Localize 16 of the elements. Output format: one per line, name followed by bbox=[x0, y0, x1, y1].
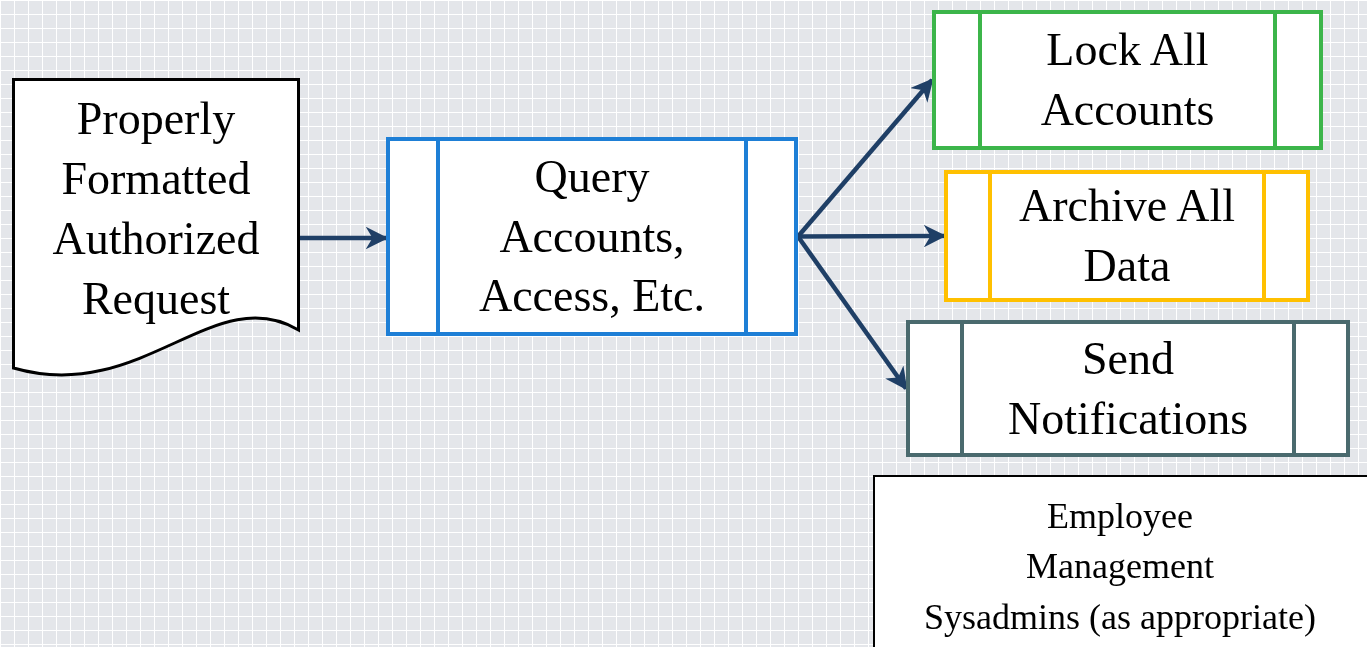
list-item: Management bbox=[1026, 545, 1214, 589]
node-label: Archive All Data bbox=[1018, 179, 1236, 293]
list-item: Sysadmins (as appropriate) bbox=[924, 595, 1316, 639]
arrow bbox=[798, 224, 947, 248]
arrow bbox=[796, 235, 908, 391]
node-label: Lock All Accounts bbox=[1039, 23, 1216, 137]
text-box bbox=[873, 475, 1367, 647]
node-label: Query Accounts, Access, Etc. bbox=[477, 149, 707, 324]
process-box bbox=[386, 137, 798, 336]
list-item: Employee bbox=[1047, 495, 1193, 538]
process-box bbox=[906, 320, 1350, 457]
process-box bbox=[944, 170, 1310, 302]
process-box bbox=[932, 10, 1323, 150]
node-label: Properly Formatted Authorized Request bbox=[51, 92, 261, 326]
arrow bbox=[300, 226, 389, 250]
node-label: Send Notifications bbox=[1006, 331, 1250, 446]
